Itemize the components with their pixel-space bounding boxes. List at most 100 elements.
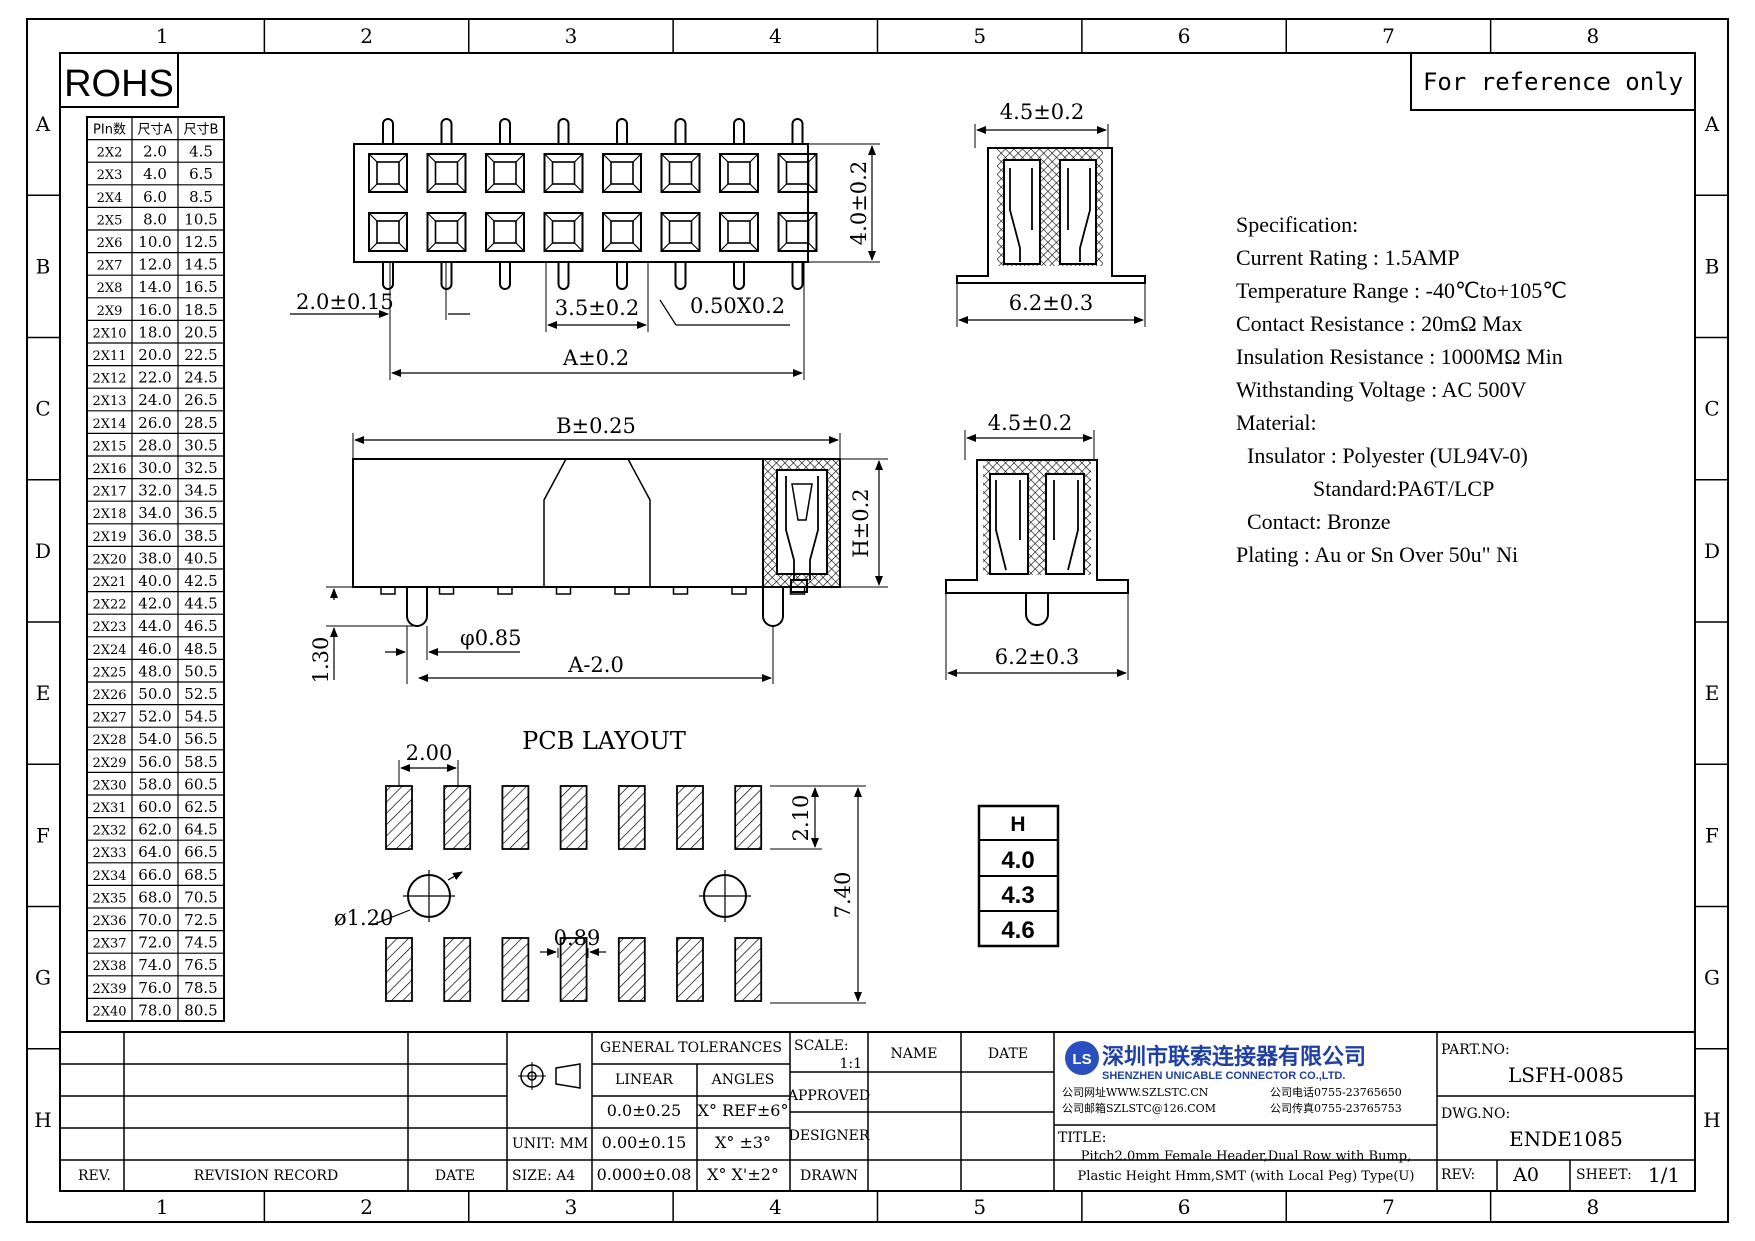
pcb-pad <box>559 937 588 1002</box>
h-value: 4.3 <box>1001 882 1034 909</box>
pin-table-cell: 22.0 <box>138 369 171 387</box>
pcb-row-span: 7.40 <box>831 872 855 919</box>
pin-table-cell: 2X4 <box>97 191 123 206</box>
pcb-pad <box>617 785 646 850</box>
contact-cell <box>602 212 642 252</box>
pin-table-cell: 2X3 <box>97 168 123 183</box>
pin-table-cell: 2X36 <box>92 914 126 929</box>
h-value: 4.6 <box>1001 917 1034 944</box>
pin-table-cell: 76.5 <box>184 956 217 974</box>
pin-bottom <box>557 262 570 290</box>
side-view-bottom <box>945 430 1129 680</box>
smt-pad <box>614 586 630 595</box>
pin-table-cell: 2X8 <box>97 281 123 296</box>
company-web: 公司网址WWW.SZLSTC.CN <box>1062 1085 1209 1099</box>
column-label: 1 <box>156 1195 169 1219</box>
pcb-pad <box>559 785 588 850</box>
dim-a-minus: A-2.0 <box>567 653 624 677</box>
approved-label: APPROVED <box>787 1088 870 1104</box>
pcb-pad <box>734 785 763 850</box>
pin-table-cell: 36.5 <box>184 504 217 522</box>
smt-pad <box>555 586 572 595</box>
pcb-pad-len: 2.10 <box>789 795 813 842</box>
pin-table-cell: 2X39 <box>92 982 126 997</box>
title-block <box>60 1031 1695 1191</box>
pcb-pad <box>501 785 530 850</box>
pcb-pad <box>676 785 704 850</box>
pin-table-cell: 2X26 <box>92 688 126 703</box>
pin-top <box>440 118 453 144</box>
pin-table-cell: 56.5 <box>184 730 217 748</box>
spec-line: Plating : Au or Sn Over 50u" Ni <box>1236 542 1519 567</box>
pin-table-cell: 28.5 <box>184 414 217 432</box>
sheet-value: 1/1 <box>1648 1163 1680 1187</box>
pin-table-cell: 2X35 <box>92 891 126 906</box>
contact-cell-inner <box>551 220 576 244</box>
pcb-pad <box>385 785 413 850</box>
size-label: SIZE: A4 <box>512 1168 575 1184</box>
column-label: 6 <box>1178 1195 1191 1219</box>
contact-cell <box>368 212 408 252</box>
pin-table-cell: 30.5 <box>184 436 217 454</box>
pin-table-header: 尺寸A <box>138 122 173 137</box>
row-label: E <box>36 681 51 705</box>
pcb-layout-title: PCB LAYOUT <box>522 727 686 755</box>
reference-note-box: For reference only <box>1410 52 1696 111</box>
pcb-pad <box>443 937 472 1002</box>
pin-bottom <box>382 262 394 290</box>
pin-bottom <box>674 262 687 290</box>
pin-top <box>382 118 394 144</box>
pin-table-cell: 4.5 <box>189 143 213 161</box>
rohs-badge: ROHS <box>59 52 179 108</box>
company-name-en: SHENZHEN UNICABLE CONNECTOR CO.,LTD. <box>1102 1070 1345 1082</box>
pin-table-cell: 56.0 <box>138 753 171 771</box>
row-label: D <box>35 539 51 563</box>
contact-cell-inner <box>668 161 693 185</box>
dim-peg-dia: φ0.85 <box>460 626 521 650</box>
rohs-label: ROHS <box>64 63 174 105</box>
company-name-cn: 深圳市联索连接器有限公司 <box>1102 1044 1366 1070</box>
pin-table-header: PIn数 <box>93 122 126 137</box>
pin-table-cell: 48.5 <box>184 640 217 658</box>
row-label: A <box>1704 112 1720 136</box>
dim-side2-bottom: 6.2±0.3 <box>995 645 1079 669</box>
company-mail: 公司邮箱SZLSTC@126.COM <box>1062 1101 1216 1115</box>
pin-table-cell: 28.0 <box>138 436 171 454</box>
contact-cell-inner <box>551 161 576 185</box>
pin-table-cell: 68.5 <box>184 866 217 884</box>
pin-table-cell: 74.0 <box>138 956 171 974</box>
smt-pad <box>497 586 513 595</box>
spec-line: Contact Resistance : 20mΩ Max <box>1236 311 1523 336</box>
spec-line: Material: <box>1236 410 1317 435</box>
contact-cell <box>543 153 584 193</box>
spec-line: Specification: <box>1236 212 1359 237</box>
tol-angle: X° X'±2° <box>707 1165 779 1184</box>
sheet-frame <box>26 18 1729 1223</box>
pin-table-cell: 58.0 <box>138 775 171 793</box>
pin-table-cell: 2X27 <box>92 711 126 726</box>
row-label: A <box>35 112 51 136</box>
pin-table-cell: 52.5 <box>184 685 217 703</box>
pin-table-cell: 2X5 <box>97 213 123 228</box>
pin-table-cell: 76.0 <box>138 979 171 997</box>
pin-table-cell: 54.5 <box>184 708 217 726</box>
pin-table-cell: 40.0 <box>138 572 171 590</box>
column-label: 8 <box>1586 24 1599 48</box>
reference-note: For reference only <box>1423 68 1683 96</box>
dim-h: H±0.2 <box>849 488 873 557</box>
tol-angle: X° REF±6° <box>698 1101 789 1120</box>
date-column-label: DATE <box>988 1046 1028 1062</box>
logo-text: LS <box>1072 1051 1091 1068</box>
pin-table-cell: 12.0 <box>138 256 171 274</box>
designer-label: DESIGNER <box>789 1128 870 1144</box>
pin-table-cell: 2X21 <box>92 575 126 590</box>
row-label: B <box>1705 254 1720 278</box>
pin-table-cell: 24.5 <box>184 369 217 387</box>
row-label: H <box>1703 1108 1720 1132</box>
spec-line: Insulator : Polyester (UL94V-0) <box>1236 443 1528 468</box>
side-view-top <box>956 124 1146 327</box>
pin-table-cell: 2X30 <box>92 778 126 793</box>
